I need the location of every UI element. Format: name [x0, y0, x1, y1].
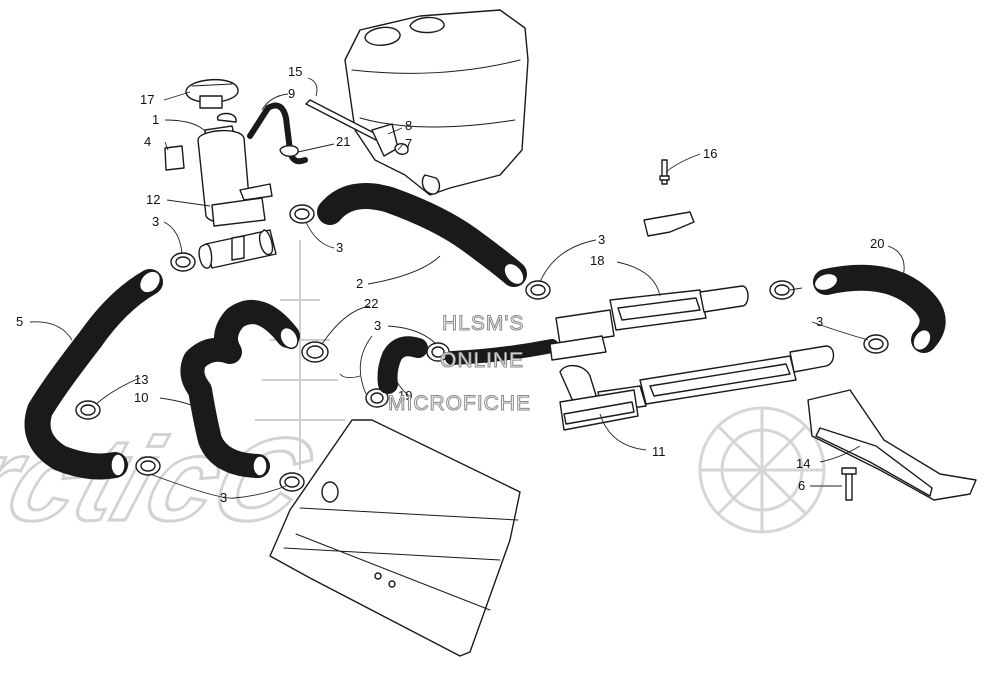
callout-2: 2: [356, 276, 363, 291]
heat-exchanger-upper: [549, 285, 749, 361]
skid-plate: [807, 389, 977, 501]
callout-8: 8: [405, 118, 412, 133]
callout-labels: 17 1 4 12 3 15 9 8 21 7 3 2 16 3 18 20 5…: [16, 64, 884, 505]
callout-21: 21: [336, 134, 350, 149]
callout-14: 14: [796, 456, 810, 471]
callout-6: 6: [798, 478, 805, 493]
bottle-outlet-pipe: [198, 229, 277, 269]
callout-3-upper: 3: [336, 240, 343, 255]
callout-18: 18: [590, 253, 604, 268]
hose-clamp: [301, 341, 329, 363]
hose-clamp: [525, 280, 551, 300]
hose-clamps: [75, 204, 889, 492]
coolant-hose-middle: [180, 300, 300, 478]
callout-12: 12: [146, 192, 160, 207]
hose-clamp: [135, 456, 161, 476]
coolant-bottle: [197, 112, 273, 227]
coolant-hose-elbow: [377, 336, 428, 394]
callout-17: 17: [140, 92, 154, 107]
watermark-line-3: MICROFICHE: [388, 392, 531, 415]
callout-19: 19: [398, 388, 412, 403]
callout-3-bottle: 3: [152, 214, 159, 229]
hose-clamp: [170, 252, 196, 272]
callout-3-lower: 3: [220, 490, 227, 505]
callout-16: 16: [703, 146, 717, 161]
hose-clamp: [426, 342, 450, 362]
hose-clamp: [75, 400, 101, 420]
hose-clamp: [289, 204, 315, 224]
callout-10: 10: [134, 390, 148, 405]
mounting-bracket-top: [643, 159, 695, 237]
coolant-hose-right: [813, 264, 946, 353]
mounting-screw: [841, 467, 857, 501]
watermark-tree: [255, 240, 345, 470]
heat-shield-plate: [269, 419, 521, 657]
callout-13: 13: [134, 372, 148, 387]
corrugated-connector: [445, 339, 559, 365]
hose-clamp: [365, 388, 389, 408]
callout-3-center: 3: [374, 318, 381, 333]
hose-clamp: [863, 334, 889, 354]
callout-22: 22: [364, 296, 378, 311]
hose-clamp: [279, 472, 305, 492]
callout-11: 11: [652, 444, 666, 459]
decal-label: [164, 145, 185, 171]
callout-1: 1: [152, 112, 159, 127]
hose-clamp: [769, 280, 795, 300]
callout-7: 7: [405, 136, 412, 151]
overflow-tube: [247, 102, 308, 165]
callout-4: 4: [144, 134, 151, 149]
callout-15: 15: [288, 64, 302, 79]
radiator-cap: [185, 78, 239, 109]
coolant-hose-upper: [317, 183, 527, 287]
leader-lines: [29, 77, 905, 499]
mounting-bolt: [305, 99, 409, 157]
callout-3-tunnel: 3: [598, 232, 605, 247]
watermark-wheel: [698, 406, 826, 534]
callout-9: 9: [288, 86, 295, 101]
watermark-line-2: ONLINE: [440, 349, 524, 372]
watermark-line-1: HLSM'S: [442, 312, 524, 335]
callout-3-right: 3: [816, 314, 823, 329]
coolant-hose-left: [24, 269, 163, 480]
tunnel-connector: [559, 365, 639, 431]
coolant-reservoir-tank: [344, 9, 529, 196]
callout-20: 20: [870, 236, 884, 251]
microfiche-watermark: HLSM'S ONLINE MICROFICHE: [388, 312, 531, 416]
callout-5: 5: [16, 314, 23, 329]
